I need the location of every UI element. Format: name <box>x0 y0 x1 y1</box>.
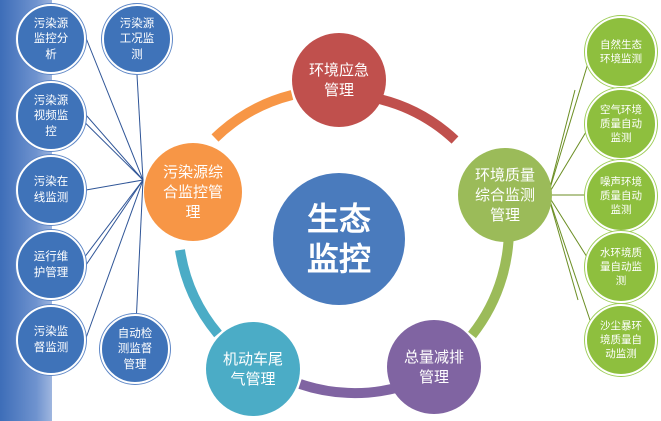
right-node-noise-quality: 噪声环境 质量自动 监测 <box>585 160 657 232</box>
center-label: 生态 监控 <box>306 200 371 278</box>
right-node-natural-ecology: 自然生态 环境监测 <box>585 16 657 88</box>
link-right-5 <box>547 194 596 336</box>
ring-arc-pollution-emergency <box>211 90 294 142</box>
ring-arc-reduction-vehicle <box>298 379 398 399</box>
left-node-auto-detection: 自动检 测监督 管理 <box>100 314 170 384</box>
ring-arc-vehicle-pollution <box>175 249 222 338</box>
link-left-1 <box>85 37 144 181</box>
link-right-1 <box>547 49 593 196</box>
link-right-7 <box>547 194 579 301</box>
left-node-supervision-monitoring: 污染监 督监测 <box>16 305 86 375</box>
center-node-eco-monitoring: 生态 监控 <box>273 173 405 305</box>
link-left-3 <box>85 114 144 181</box>
link-left-4 <box>85 179 144 191</box>
right-node-label: 噪声环境 质量自动 监测 <box>600 175 642 217</box>
right-node-sandstorm: 沙尘暴环 境质量自 动监测 <box>585 304 657 376</box>
right-node-label: 自然生态 环境监测 <box>600 38 642 65</box>
left-node-label: 自动检 测监督 管理 <box>117 325 153 371</box>
right-node-air-quality: 空气环境 质量自动 监测 <box>585 88 657 160</box>
link-right-2 <box>547 121 593 196</box>
left-node-source-analysis: 污染源 监控分 析 <box>16 4 86 74</box>
node-reduction-label: 总量减排 管理 <box>403 347 464 386</box>
node-quality-monitoring: 环境质量 综合监测 管理 <box>458 148 552 242</box>
node-pollution-source: 污染源综 合监控管 理 <box>144 143 242 241</box>
left-node-label: 污染源 工况监 测 <box>119 15 155 61</box>
left-node-label: 污染源 视频监 控 <box>33 92 69 138</box>
link-right-6 <box>547 89 576 196</box>
node-emission-reduction: 总量减排 管理 <box>387 320 481 414</box>
right-node-label: 沙尘暴环 境质量自 动监测 <box>600 319 642 361</box>
node-emergency-management: 环境应急 管理 <box>292 33 386 127</box>
ring-arc-emergency-quality <box>373 93 459 144</box>
node-vehicle-label: 机动车尾 气管理 <box>222 349 283 388</box>
left-node-label: 污染源 监控分 析 <box>33 15 69 61</box>
node-pollution-label: 污染源综 合监控管 理 <box>162 162 223 222</box>
link-left-5 <box>85 179 144 266</box>
right-node-label: 空气环境 质量自动 监测 <box>600 103 642 145</box>
left-node-source-video: 污染源 视频监 控 <box>16 81 86 151</box>
node-quality-label: 环境质量 综合监测 管理 <box>474 165 535 225</box>
node-emergency-label: 环境应急 管理 <box>308 60 369 99</box>
link-left-6 <box>85 179 144 339</box>
node-vehicle-exhaust: 机动车尾 气管理 <box>206 322 300 416</box>
left-node-label: 污染监 督监测 <box>33 324 69 354</box>
right-node-water-quality: 水环境质 量自动监 测 <box>585 231 657 303</box>
left-node-label: 污染在 线监测 <box>33 174 69 204</box>
left-node-operation-maintenance: 运行维 护管理 <box>16 230 86 300</box>
left-node-label: 运行维 护管理 <box>33 249 69 279</box>
left-node-source-condition: 污染源 工况监 测 <box>102 4 172 74</box>
link-right-4 <box>547 194 593 266</box>
right-node-label: 水环境质 量自动监 测 <box>600 246 642 288</box>
left-node-online-monitoring: 污染在 线监测 <box>16 155 86 225</box>
